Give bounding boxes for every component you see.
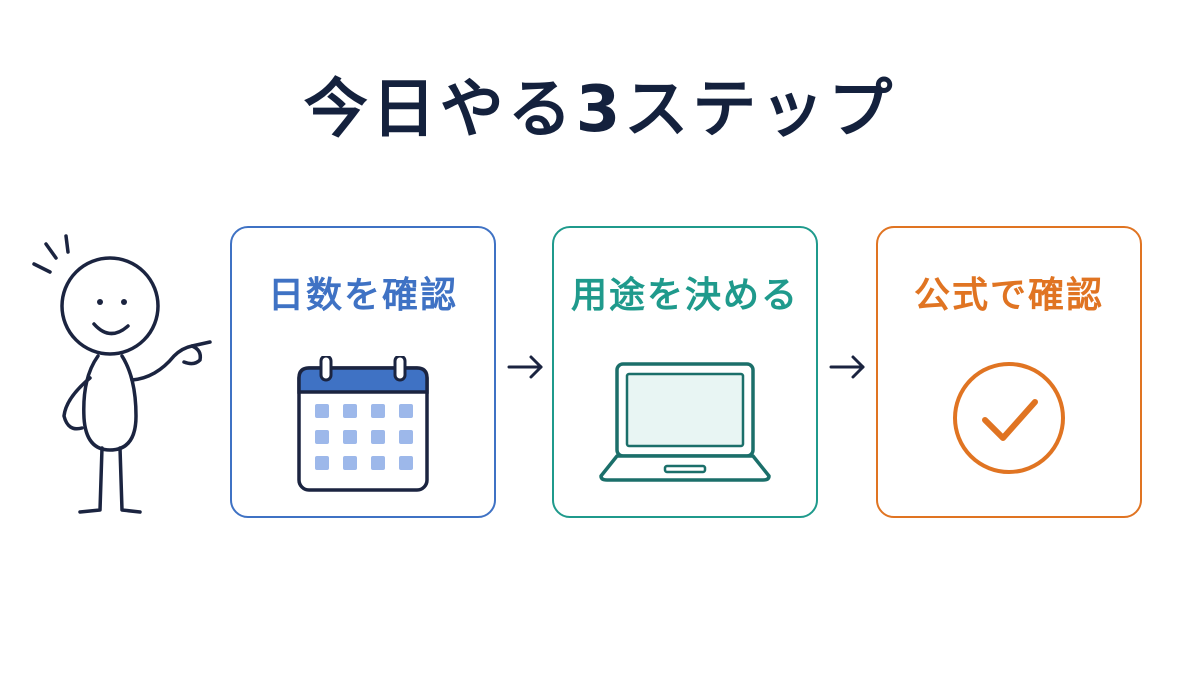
stick-figure-pointing-icon xyxy=(32,234,212,514)
step-card-official: 公式で確認 xyxy=(876,226,1142,518)
step-label: 用途を決める xyxy=(570,275,799,316)
calendar-icon xyxy=(297,356,429,492)
arrow-right-icon xyxy=(507,355,543,379)
page-title: 今日やる3ステップ xyxy=(303,73,897,147)
checkmark-circle-icon xyxy=(953,362,1065,474)
arrow-right-icon xyxy=(829,355,865,379)
step-label: 日数を確認 xyxy=(267,275,458,316)
step-card-purpose: 用途を決める xyxy=(552,226,818,518)
laptop-icon xyxy=(599,362,771,482)
step-card-days: 日数を確認 xyxy=(230,226,496,518)
step-label: 公式で確認 xyxy=(913,275,1104,316)
